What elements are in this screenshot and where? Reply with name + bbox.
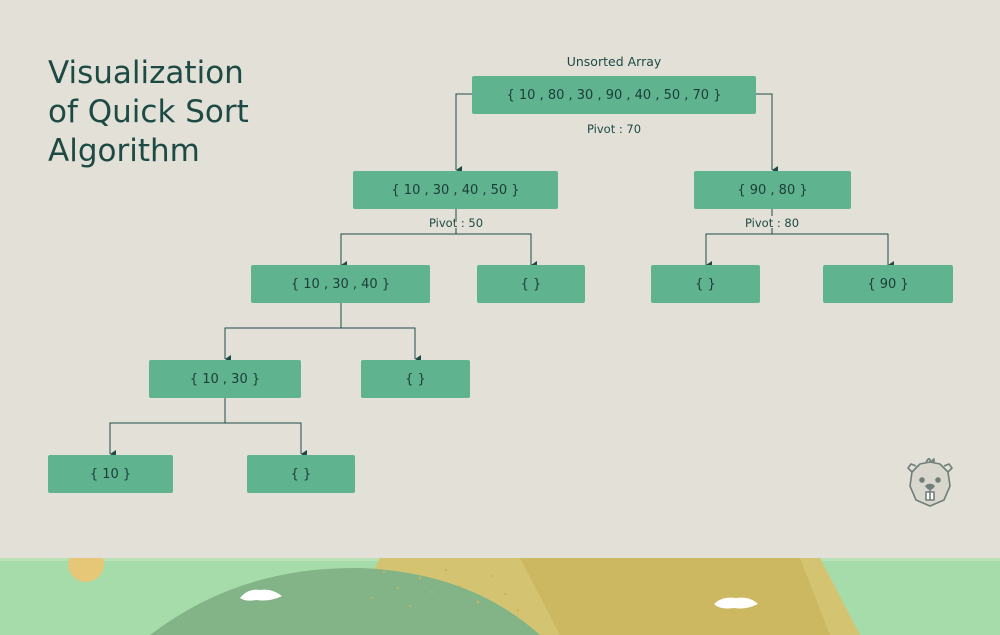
pivot-label-root: Pivot : 70 [586, 122, 642, 136]
title-line-3: Algorithm [48, 133, 200, 169]
node-l2-d: { 90 } [823, 265, 953, 303]
decorative-landscape [0, 558, 1000, 635]
node-root: { 10 , 80 , 30 , 90 , 40 , 50 , 70 } [472, 76, 756, 114]
page-title: Visualization of Quick Sort Algorithm [48, 54, 348, 171]
node-l3-a: { 10 , 30 } [149, 360, 301, 398]
connector-l3a-b [225, 422, 307, 458]
connector-root-left [455, 93, 472, 174]
connector-l2a-b [341, 327, 421, 363]
node-l1-left: { 10 , 30 , 40 , 50 } [353, 171, 558, 209]
header-label: Unsorted Array [566, 54, 662, 69]
connector-l1right-c [705, 233, 772, 269]
pivot-label-l1-right: Pivot : 80 [744, 216, 800, 230]
connector-l1right-d [772, 233, 894, 269]
node-l4-a: { 10 } [48, 455, 173, 493]
node-l3-b: { } [361, 360, 470, 398]
pivot-label-l1-left: Pivot : 50 [428, 216, 484, 230]
connector-l2a-a [224, 327, 341, 363]
node-l2-a: { 10 , 30 , 40 } [251, 265, 430, 303]
connector-root-right [756, 93, 778, 174]
title-line-1: Visualization [48, 55, 244, 91]
node-l1-right: { 90 , 80 } [694, 171, 851, 209]
title-line-2: of Quick Sort [48, 94, 249, 130]
node-l2-c: { } [651, 265, 760, 303]
connector-l1left-a [340, 233, 456, 269]
node-l4-b: { } [247, 455, 355, 493]
node-l2-b: { } [477, 265, 585, 303]
connector-l3a-a [109, 422, 225, 458]
connector-l1left-b [456, 233, 537, 269]
beaver-head-icon [907, 458, 953, 507]
